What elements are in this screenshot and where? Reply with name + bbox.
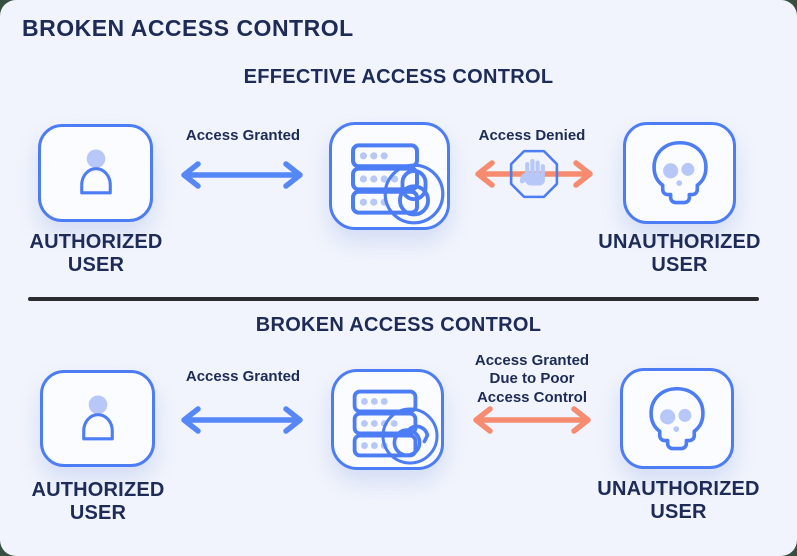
stop-hand-icon: [509, 149, 559, 199]
server-icon: [352, 389, 418, 458]
authorized-user-label: AUTHORIZED USER: [31, 479, 165, 525]
skull-icon: [649, 386, 705, 450]
authorized-user-label: AUTHORIZED USER: [29, 231, 163, 277]
section-heading-broken: BROKEN ACCESS CONTROL: [255, 314, 542, 336]
access-denied-label: Access Denied: [478, 127, 586, 144]
server-card: [331, 369, 444, 470]
skull-icon: [651, 140, 708, 205]
authorized-user-card: [40, 370, 155, 467]
access-granted-label: Access Granted: [185, 368, 301, 385]
access-granted-poor-control-label: Access Granted Due to Poor Access Contro…: [474, 352, 590, 406]
double-arrow-icon: [181, 406, 303, 434]
authorized-user-card: [38, 124, 153, 222]
double-arrow-icon: [181, 161, 303, 189]
unlocked-padlock-icon: [381, 407, 439, 465]
server-card: [329, 122, 450, 230]
unauthorized-user-label: UNAUTHORIZED USER: [598, 231, 761, 277]
unauthorized-user-card: [623, 122, 736, 224]
person-icon: [79, 149, 112, 195]
page-title: BROKEN ACCESS CONTROL: [22, 15, 354, 41]
double-arrow-icon: [473, 406, 591, 434]
section-heading-effective: EFFECTIVE ACCESS CONTROL: [243, 66, 554, 88]
person-icon: [81, 394, 114, 440]
access-granted-label: Access Granted: [185, 127, 301, 144]
section-divider: [28, 297, 759, 301]
locked-padlock-icon: [383, 163, 445, 225]
unauthorized-user-card: [620, 368, 734, 469]
unauthorized-user-label: UNAUTHORIZED USER: [597, 478, 760, 524]
